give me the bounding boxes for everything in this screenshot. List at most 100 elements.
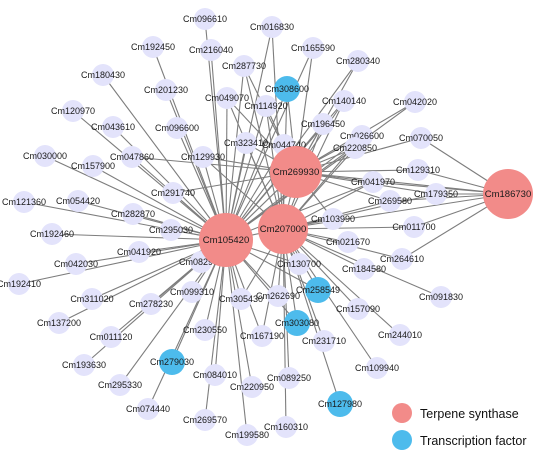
node-cm016830[interactable]: Cm016830 [250, 16, 294, 38]
node-cm291740[interactable]: Cm291740 [151, 182, 195, 204]
node-cm011700[interactable]: Cm011700 [392, 216, 436, 238]
node-cm041970[interactable]: Cm041970 [351, 171, 395, 193]
node-cm192460[interactable]: Cm192460 [30, 223, 74, 245]
node-cm192410[interactable]: Cm192410 [0, 273, 41, 295]
node-cm089250[interactable]: Cm089250 [267, 367, 311, 389]
node-cm074440[interactable]: Cm074440 [126, 398, 170, 420]
node-cm230550-circle [194, 319, 216, 341]
node-cm258549[interactable]: Cm258549 [296, 277, 340, 303]
node-cm196450[interactable]: Cm196450 [301, 113, 345, 135]
node-cm282870[interactable]: Cm282870 [111, 203, 155, 225]
node-cm120970[interactable]: Cm120970 [51, 100, 95, 122]
node-cm201230-circle [155, 79, 177, 101]
node-cm262690[interactable]: Cm262690 [256, 285, 300, 307]
node-cm054420[interactable]: Cm054420 [56, 190, 100, 212]
node-cm295330[interactable]: Cm295330 [98, 374, 142, 396]
node-cm049070-label: Cm049070 [205, 93, 249, 103]
node-cm140140[interactable]: Cm140140 [322, 90, 366, 112]
node-cm042030-circle [65, 253, 87, 275]
node-cm305430[interactable]: Cm305430 [219, 288, 263, 310]
node-cm269930[interactable]: Cm269930 [270, 146, 322, 198]
node-cm099310[interactable]: Cm099310 [170, 281, 214, 303]
node-cm220950[interactable]: Cm220950 [230, 376, 274, 398]
node-cm264610-label: Cm264610 [380, 254, 424, 264]
node-cm192410-circle [8, 273, 30, 295]
node-cm193630[interactable]: Cm193630 [62, 354, 106, 376]
node-cm041920[interactable]: Cm041920 [117, 241, 161, 263]
node-cm084010[interactable]: Cm084010 [193, 364, 237, 386]
edge-cm105420-cm192460 [51, 233, 227, 241]
node-cm269570[interactable]: Cm269570 [183, 409, 227, 431]
node-cm096610[interactable]: Cm096610 [183, 8, 227, 30]
node-cm199580-label: Cm199580 [225, 430, 269, 440]
node-cm279030[interactable]: Cm279030 [150, 349, 194, 375]
node-cm295330-circle [109, 374, 131, 396]
node-cm130700[interactable]: Cm130700 [277, 253, 321, 275]
node-cm114920-circle [255, 95, 277, 117]
node-cm074440-label: Cm074440 [126, 404, 170, 414]
node-cm207000[interactable]: Cm207000 [258, 204, 308, 254]
node-cm021670[interactable]: Cm021670 [326, 231, 370, 253]
legend-terpene-synthase-label: Terpene synthase [420, 407, 519, 421]
node-cm186730[interactable]: Cm186730 [483, 169, 533, 219]
node-cm231710[interactable]: Cm231710 [302, 330, 346, 352]
node-cm244010[interactable]: Cm244010 [378, 324, 422, 346]
node-cm180430[interactable]: Cm180430 [81, 64, 125, 86]
node-cm105420[interactable]: Cm105420 [199, 213, 253, 267]
node-cm201230[interactable]: Cm201230 [144, 79, 188, 101]
node-cm216040[interactable]: Cm216040 [189, 39, 233, 61]
node-cm160310-label: Cm160310 [264, 422, 308, 432]
node-cm303080[interactable]: Cm303080 [275, 310, 319, 336]
node-cm049070[interactable]: Cm049070 [205, 87, 249, 109]
node-cm105420-label: Cm105420 [203, 235, 249, 246]
node-cm308600[interactable]: Cm308600 [265, 76, 309, 102]
node-cm160310[interactable]: Cm160310 [264, 416, 308, 438]
node-cm047860-label: Cm047860 [110, 152, 154, 162]
node-cm184580[interactable]: Cm184580 [342, 258, 386, 280]
node-cm042030[interactable]: Cm042030 [54, 253, 98, 275]
node-cm287730[interactable]: Cm287730 [222, 55, 266, 77]
node-cm244010-circle [389, 324, 411, 346]
node-cm295030[interactable]: Cm295030 [149, 219, 193, 241]
node-cm016830-label: Cm016830 [250, 22, 294, 32]
node-cm089250-circle [278, 367, 300, 389]
node-cm230550-label: Cm230550 [183, 325, 227, 335]
node-cm030000[interactable]: Cm030000 [23, 145, 67, 167]
node-cm109940[interactable]: Cm109940 [355, 357, 399, 379]
node-cm129310[interactable]: Cm129310 [396, 159, 440, 181]
node-cm167190[interactable]: Cm167190 [240, 325, 284, 347]
node-cm043610[interactable]: Cm043610 [91, 116, 135, 138]
node-cm280340[interactable]: Cm280340 [336, 50, 380, 72]
node-cm230550[interactable]: Cm230550 [183, 319, 227, 341]
node-cm157090[interactable]: Cm157090 [336, 298, 380, 320]
node-cm044740-label: Cm044740 [262, 140, 306, 150]
node-cm165590[interactable]: Cm165590 [291, 37, 335, 59]
node-cm091830[interactable]: Cm091830 [419, 286, 463, 308]
node-cm157900[interactable]: Cm157900 [71, 155, 115, 177]
node-cm165590-label: Cm165590 [291, 43, 335, 53]
node-cm042020[interactable]: Cm042020 [393, 91, 437, 113]
node-cm114920[interactable]: Cm114920 [244, 95, 288, 117]
node-cm201230-label: Cm201230 [144, 85, 188, 95]
node-cm179350[interactable]: Cm179350 [414, 183, 458, 205]
node-cm011120[interactable]: Cm011120 [90, 326, 133, 348]
node-cm269580[interactable]: Cm269580 [368, 190, 412, 212]
node-cm311020[interactable]: Cm311020 [70, 288, 114, 310]
node-cm199580[interactable]: Cm199580 [225, 424, 269, 446]
node-cm103990[interactable]: Cm103990 [311, 208, 355, 230]
node-cm269580-circle [379, 190, 401, 212]
node-cm231710-label: Cm231710 [302, 336, 346, 346]
node-cm220850[interactable]: Cm220850 [333, 137, 377, 159]
node-cm303080-label: Cm303080 [275, 318, 319, 328]
node-cm047860[interactable]: Cm047860 [110, 146, 154, 168]
node-cm127980[interactable]: Cm127980 [318, 391, 362, 417]
node-cm192450[interactable]: Cm192450 [131, 36, 175, 58]
node-cm137200[interactable]: Cm137200 [37, 312, 81, 334]
node-cm121360[interactable]: Cm121360 [2, 191, 46, 213]
node-cm323410[interactable]: Cm323410 [224, 132, 268, 154]
node-cm278230[interactable]: Cm278230 [129, 293, 173, 315]
node-cm129930[interactable]: Cm129930 [181, 146, 225, 168]
node-cm070050[interactable]: Cm070050 [399, 127, 443, 149]
node-cm264610[interactable]: Cm264610 [380, 248, 424, 270]
node-cm096600[interactable]: Cm096600 [155, 117, 199, 139]
